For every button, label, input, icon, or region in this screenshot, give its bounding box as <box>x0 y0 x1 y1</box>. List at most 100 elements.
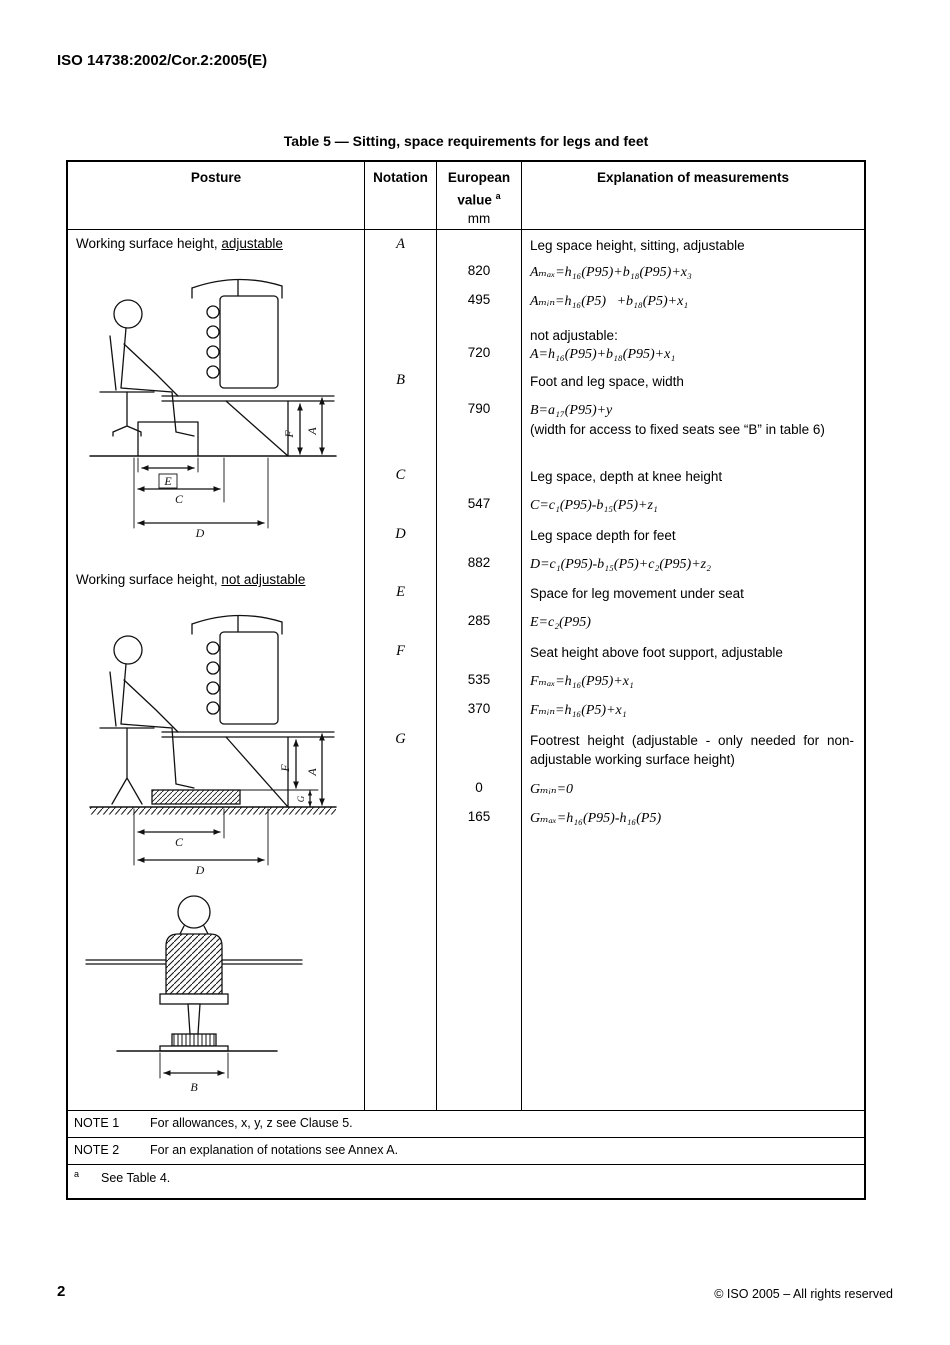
formula-e: E=c₂(P95) <box>530 615 591 630</box>
column-header-explanation: Explanation of measurements <box>596 170 790 185</box>
column-header-value: European value a mm <box>437 162 522 229</box>
dim-label-F: F <box>282 430 296 439</box>
formula-d: D=c₁(P95)-b₁₅(P5)+c₂(P95)+z₂ <box>530 557 711 572</box>
chair-legs <box>111 727 143 805</box>
column-header-posture: Posture <box>68 162 365 229</box>
explanation-a-fixed: not adjustable: A=h₁₆(P95)+b₁₈(P95)+x₁ <box>530 326 854 364</box>
value-b: 790 <box>467 401 491 416</box>
monitor <box>219 295 279 389</box>
dim-label-E: E <box>163 474 172 488</box>
explanation-cell: Leg space height, sitting, adjustable Aₘ… <box>522 230 864 1110</box>
footnote-marker: a <box>74 1169 80 1179</box>
monitor-arm <box>191 278 283 299</box>
value-cell: 820 495 720 790 547 882 285 535 370 0 16… <box>437 230 522 1110</box>
value-a-fixed: 720 <box>467 345 491 360</box>
stool-base-block <box>171 1033 217 1047</box>
dim-label-D: D <box>195 526 205 540</box>
stool-column <box>187 1003 201 1035</box>
figure-sitting-rear-view: B <box>85 895 303 1094</box>
desk-top <box>161 395 335 402</box>
table-header-row: Posture Notation European value a mm Exp… <box>68 162 864 230</box>
figure-sitting-not-adjustable: F A G C D <box>89 614 337 877</box>
value-c: 547 <box>467 496 491 511</box>
copyright-notice: © ISO 2005 – All rights reserved <box>714 1287 893 1301</box>
person-arm <box>123 343 179 397</box>
monitor-arm <box>191 614 283 635</box>
explanation-c-label: Leg space, depth at knee height <box>530 469 723 484</box>
explanation-b-label: Foot and leg space, width <box>530 374 684 389</box>
monitor <box>219 631 279 725</box>
value-g-min: 0 <box>475 780 483 795</box>
person-arm <box>123 679 179 733</box>
note-1-row: NOTE 1 For allowances, x, y, z see Claus… <box>68 1110 864 1137</box>
person-torso <box>120 663 127 725</box>
dim-label-F: F <box>278 764 292 773</box>
footnote-text: See Table 4. <box>101 1171 171 1186</box>
person-leg <box>120 723 195 789</box>
note-2-label: NOTE 2 <box>74 1143 120 1157</box>
formula-a-min: Aₘᵢₙ=h₁₆(P5) +b₁₈(P5)+x₁ <box>530 294 689 309</box>
figure-sitting-adjustable: F A E C D <box>89 278 337 540</box>
notation-A: A <box>396 236 405 252</box>
notation-cell: A B C D E F G <box>365 230 437 1110</box>
value-a-max: 820 <box>467 263 491 278</box>
dim-label-C: C <box>175 835 184 849</box>
page-number: 2 <box>57 1283 66 1300</box>
formula-g-max: Gₘₐₓ=h₁₆(P95)-h₁₆(P5) <box>530 811 662 826</box>
caption-not-adjustable: Working surface height, not adjustable <box>76 572 306 587</box>
value-unit: mm <box>467 210 491 226</box>
note-2-text: For an explanation of notations see Anne… <box>150 1143 399 1157</box>
formula-g-min: Gₘᵢₙ=0 <box>530 782 574 797</box>
person-head <box>113 299 143 329</box>
note-1-label: NOTE 1 <box>74 1116 120 1130</box>
formula-c: C=c₁(P95)-b₁₅(P5)+z₁ <box>530 498 658 513</box>
notation-C: C <box>395 467 406 483</box>
dim-label-C: C <box>175 492 184 506</box>
value-a-min: 495 <box>467 292 491 307</box>
person-torso <box>120 327 127 389</box>
table-footnote-row: a See Table 4. <box>68 1164 864 1198</box>
b-note: (width for access to fixed seats see “B”… <box>530 422 825 437</box>
person-back-hatched <box>165 933 223 995</box>
chair-backrest <box>109 671 117 727</box>
person-head <box>113 635 143 665</box>
dim-label-G: G <box>296 795 306 802</box>
caption-adjustable: Working surface height, adjustable <box>76 236 283 251</box>
formula-a-fixed: A=h₁₆(P95)+b₁₈(P95)+x₁ <box>530 347 676 362</box>
explanation-a-label: Leg space height, sitting, adjustable <box>530 238 745 253</box>
value-d: 882 <box>467 555 491 570</box>
dim-label-B: B <box>190 1080 198 1094</box>
a-fixed-intro: not adjustable: <box>530 328 618 343</box>
explanation-e-label: Space for leg movement under seat <box>530 586 744 601</box>
notation-E: E <box>396 584 405 600</box>
formula-f-max: Fₘₐₓ=h₁₆(P95)+x₁ <box>530 674 634 689</box>
stool-seat <box>159 993 229 1005</box>
footrest <box>151 789 241 805</box>
notation-F: F <box>396 643 405 659</box>
explanation-f-label: Seat height above foot support, adjustab… <box>530 645 783 660</box>
note-2-row: NOTE 2 For an explanation of notations s… <box>68 1137 864 1164</box>
posture-cell: Working surface height, adjustable <box>68 230 365 1110</box>
chair-base <box>112 391 142 437</box>
chair-backrest <box>109 335 117 391</box>
notation-G: G <box>395 731 406 747</box>
table-title: Table 5 — Sitting, space requirements fo… <box>283 133 649 149</box>
table-5: Posture Notation European value a mm Exp… <box>66 160 866 1200</box>
value-e: 285 <box>467 613 491 628</box>
floor-hatch <box>90 807 336 815</box>
formula-b: B=a₁₇(P95)+y <box>530 403 613 418</box>
person-leg <box>120 387 195 437</box>
explanation-d-label: Leg space depth for feet <box>530 528 676 543</box>
value-header-line1: European <box>447 170 511 185</box>
document-reference: ISO 14738:2002/Cor.2:2005(E) <box>57 52 268 69</box>
value-header-line2: value a <box>457 191 501 208</box>
notation-B: B <box>396 372 405 388</box>
person-neck <box>179 925 209 935</box>
dim-label-A: A <box>305 768 319 777</box>
explanation-g-label: Footrest height (adjustable - only neede… <box>530 733 854 767</box>
note-1-text: For allowances, x, y, z see Clause 5. <box>150 1116 353 1130</box>
table-body: Working surface height, adjustable <box>68 230 864 1110</box>
value-footnote-marker: a <box>495 191 501 201</box>
desk-top <box>161 731 335 738</box>
dim-label-A: A <box>305 427 319 436</box>
